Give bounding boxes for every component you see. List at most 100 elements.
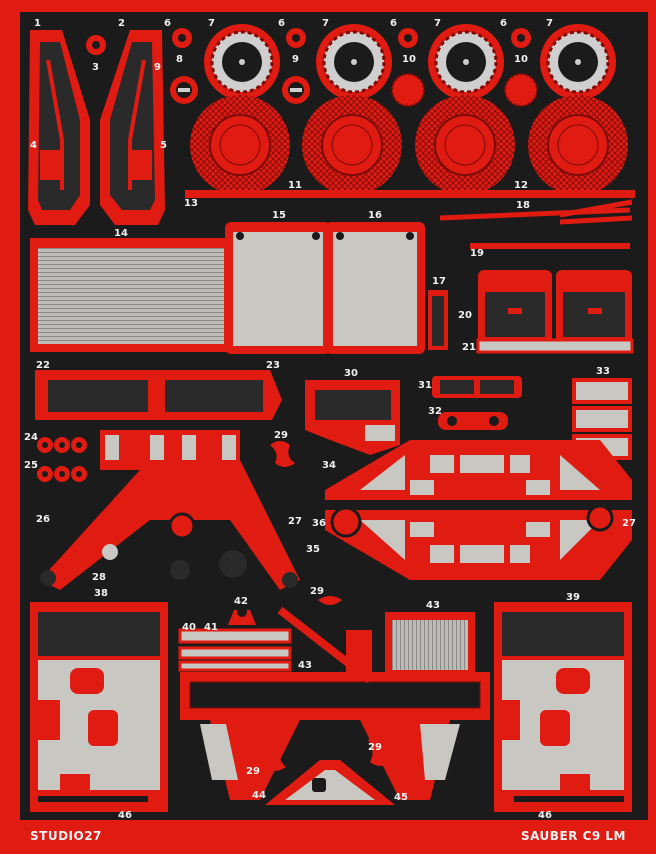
part-22-23-wing [35,370,282,420]
part-9-caps [170,76,310,104]
label-39: 39 [566,592,580,603]
label-42: 42 [234,596,248,607]
label-29c: 29 [246,766,260,777]
part-10-gears [391,73,538,107]
part-36-37-pivots [330,504,614,538]
brand-left: STUDIO27 [30,829,102,843]
label-7c: 7 [434,18,441,29]
label-34: 34 [322,460,336,471]
part-6-ring-holes [178,34,525,42]
part-21-seat-base [476,338,634,354]
brand-right: SAUBER C9 LM [521,829,626,843]
part-30-bracket [305,380,400,455]
part-7-wheel-disc-4 [540,24,616,100]
label-17: 17 [432,276,446,287]
label-6a: 6 [164,18,171,29]
label-7a: 7 [208,18,215,29]
label-27a: 27 [288,516,302,527]
part-25-washers [37,466,87,482]
part-18-harness [439,199,633,225]
part-39-side-skirt [494,602,632,812]
label-35: 35 [306,544,320,555]
label-2: 2 [118,18,125,29]
part-20-seat-left [478,270,552,350]
label-46b: 46 [538,810,552,821]
part-24-washers [37,437,87,453]
part-6-small-rings [172,28,531,48]
label-11: 11 [288,180,302,191]
label-36: 36 [312,518,326,529]
part-16-floor-panel [325,222,425,354]
part-7-wheel-disc-1 [204,24,280,100]
label-40: 40 [182,622,196,633]
label-43a: 43 [426,600,440,611]
part-40-41-rails [178,628,292,672]
label-4: 4 [30,140,37,151]
part-2-side-panel [100,30,165,225]
label-43b: 43 [298,660,312,671]
label-24: 24 [24,432,38,443]
label-22: 22 [36,360,50,371]
label-19: 19 [470,248,484,259]
label-30: 30 [344,368,358,379]
part-38-side-skirt [30,602,168,812]
label-18: 18 [516,200,530,211]
label-31: 31 [418,380,432,391]
label-14: 14 [114,228,128,239]
part-17-bracket [428,290,448,350]
part-12-brake-disc-3 [415,95,515,195]
part-7-wheel-disc-2 [316,24,392,100]
part-35-chassis-plate [325,510,632,580]
label-1: 1 [34,18,41,29]
label-3: 3 [92,62,99,73]
part-43-intercooler [385,612,475,676]
label-10a: 10 [402,54,416,65]
label-46a: 46 [118,810,132,821]
part-7-wheel-disc-3 [428,24,504,100]
label-41: 41 [204,622,218,633]
label-6c: 6 [390,18,397,29]
label-5: 5 [160,140,167,151]
part-15-floor-panel [225,222,331,354]
part-29-clips-lower [262,735,392,771]
brake-disc-sprue [185,190,635,198]
part-32-link [438,412,508,430]
part-26-rear-frame [40,430,300,590]
part-1-side-panel [28,30,90,225]
label-16: 16 [368,210,382,221]
part-number-labels: 1 2 3 4 5 6 7 6 7 6 7 6 7 8 9 9 10 10 11… [24,18,636,821]
label-8: 8 [176,54,183,65]
part-11-brake-disc-2 [302,95,402,195]
label-32: 32 [428,406,442,417]
label-13: 13 [184,198,198,209]
label-6b: 6 [278,18,285,29]
part-12-brake-disc-4 [528,95,628,195]
label-28: 28 [92,572,106,583]
part-31-frame [432,376,522,398]
label-6d: 6 [500,18,507,29]
label-10b: 10 [514,54,528,65]
label-12: 12 [514,180,528,191]
label-26: 26 [36,514,50,525]
part-3-ring [86,35,106,55]
part-42-mount [228,607,256,625]
label-23: 23 [266,360,280,371]
label-9a: 9 [154,62,161,73]
part-14-radiator-grille [30,238,230,352]
label-27b: 27 [622,518,636,529]
label-38: 38 [94,588,108,599]
part-20-seat-right [556,270,632,350]
label-9b: 9 [292,54,299,65]
label-33: 33 [596,366,610,377]
part-29-clips [270,441,342,605]
label-7b: 7 [322,18,329,29]
label-21: 21 [462,342,476,353]
label-20: 20 [458,310,472,321]
part-43-undertray [180,606,490,800]
label-29d: 29 [368,742,382,753]
label-15: 15 [272,210,286,221]
part-34-chassis-plate [325,440,632,500]
label-29a: 29 [274,430,288,441]
label-7d: 7 [546,18,553,29]
